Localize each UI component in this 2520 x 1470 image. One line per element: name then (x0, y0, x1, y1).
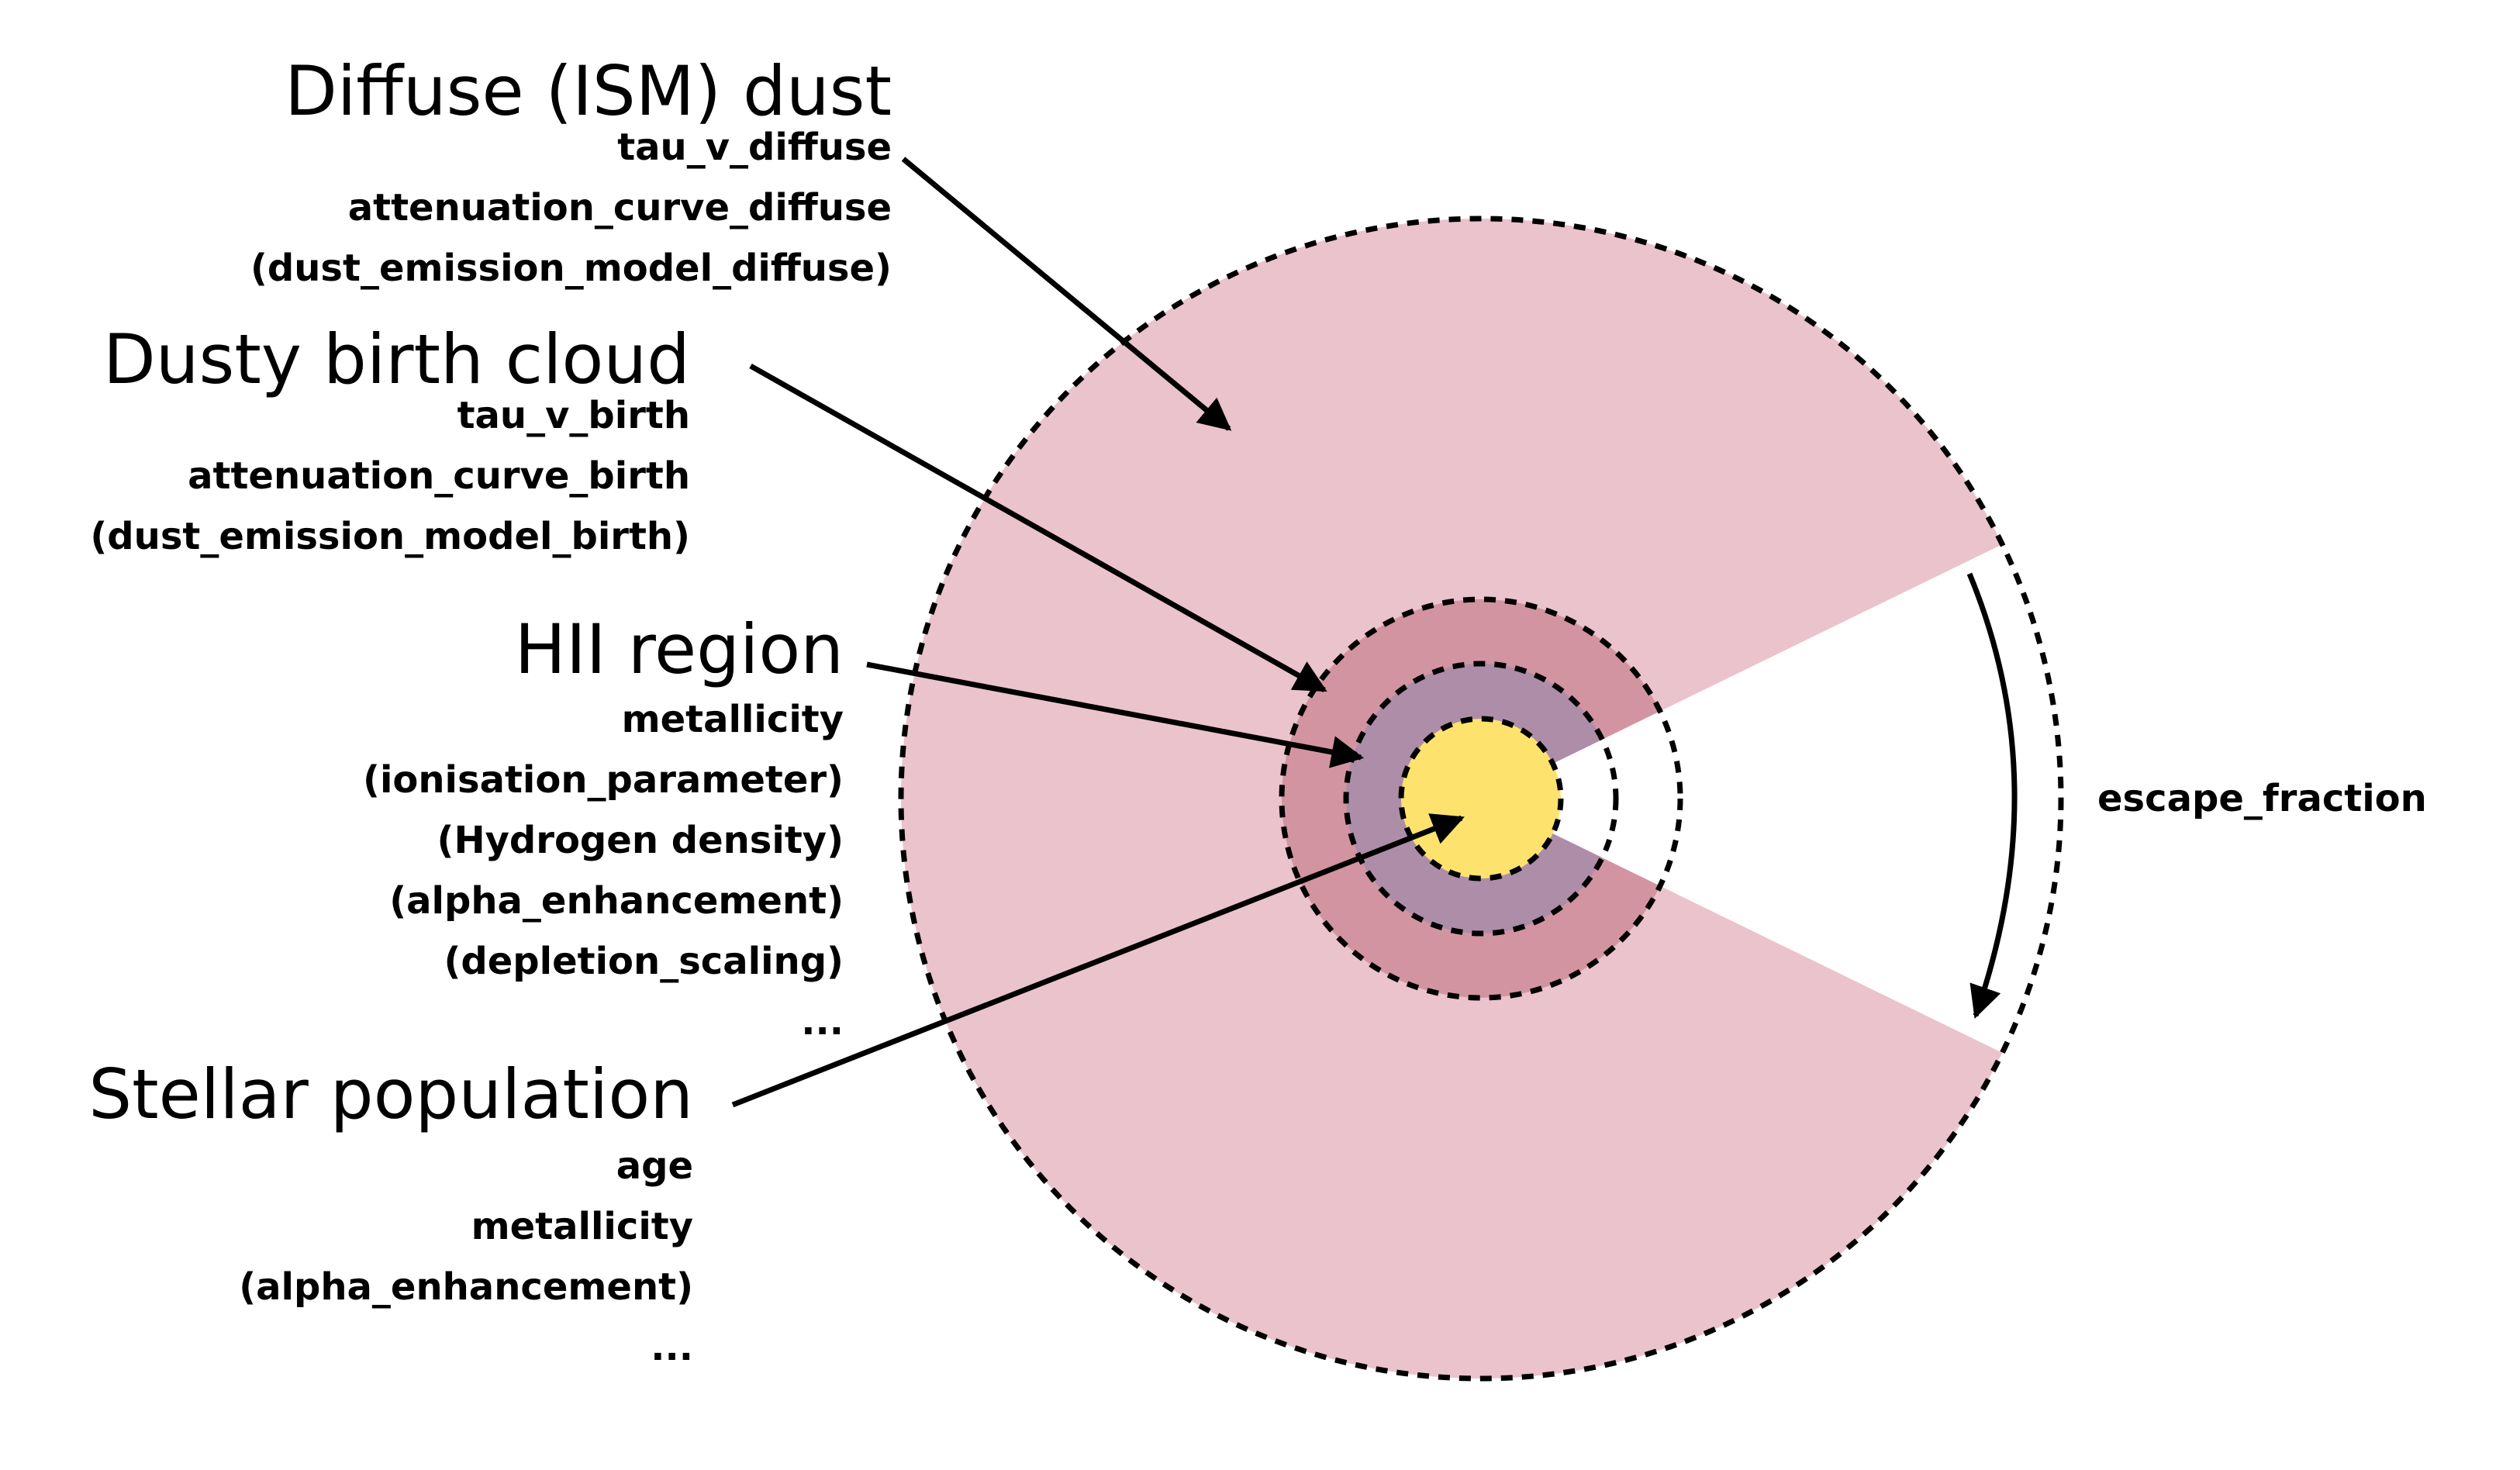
stellar-population-param: metallicity (471, 1205, 693, 1248)
hii-region-param: metallicity (622, 698, 844, 741)
birth-cloud-param: (dust_emission_model_birth) (90, 515, 690, 558)
birth-cloud-param: attenuation_curve_birth (188, 454, 690, 498)
diffuse-dust-title: Diffuse (ISM) dust (285, 51, 892, 131)
hii-region-param: (alpha_enhancement) (389, 879, 844, 923)
birth-cloud-label-group: Dusty birth cloud tau_v_birth attenuatio… (90, 319, 690, 558)
stellar-population-param: ... (651, 1326, 693, 1369)
hii-region-label-group: HII region metallicity (ionisation_param… (363, 609, 844, 1044)
hii-region-title: HII region (515, 609, 844, 689)
hii-region-param: (ionisation_parameter) (363, 758, 844, 802)
stellar-population-arrow (731, 813, 1465, 1108)
hii-region-param: (depletion_scaling) (444, 940, 844, 983)
stellar-population-param: age (616, 1144, 693, 1188)
diffuse-dust-param: attenuation_curve_diffuse (348, 186, 892, 229)
birth-cloud-title: Dusty birth cloud (103, 319, 690, 399)
stellar-population-label-group: Stellar population age metallicity (alph… (88, 1054, 693, 1369)
hii-region-boundary (1343, 661, 1619, 937)
diffuse-dust-param: (dust_emission_model_diffuse) (250, 247, 892, 290)
diffuse-dust-arrow (901, 157, 1232, 431)
stellar-population-core (1401, 719, 1561, 878)
stellar-population-title: Stellar population (88, 1054, 693, 1134)
diffuse-dust-param: tau_v_diffuse (617, 126, 892, 169)
diffuse-dust-label-group: Diffuse (ISM) dust tau_v_diffuse attenua… (250, 51, 892, 290)
birth-cloud-boundary (1279, 596, 1683, 1001)
diffuse-dust-boundary (898, 216, 2064, 1382)
hii-region-param: (Hydrogen density) (437, 819, 844, 862)
stellar-population-boundary (1398, 716, 1564, 882)
hii-region-param: ... (801, 1000, 844, 1044)
stellar-population-param: (alpha_enhancement) (239, 1265, 693, 1309)
hii-region-arrow (866, 661, 1365, 768)
birth-cloud-arrow (749, 363, 1327, 693)
escape-fraction-label: escape_fraction (2097, 777, 2427, 820)
birth-cloud-param: tau_v_birth (457, 394, 690, 437)
escape-fraction-arrow (1966, 572, 2018, 1019)
